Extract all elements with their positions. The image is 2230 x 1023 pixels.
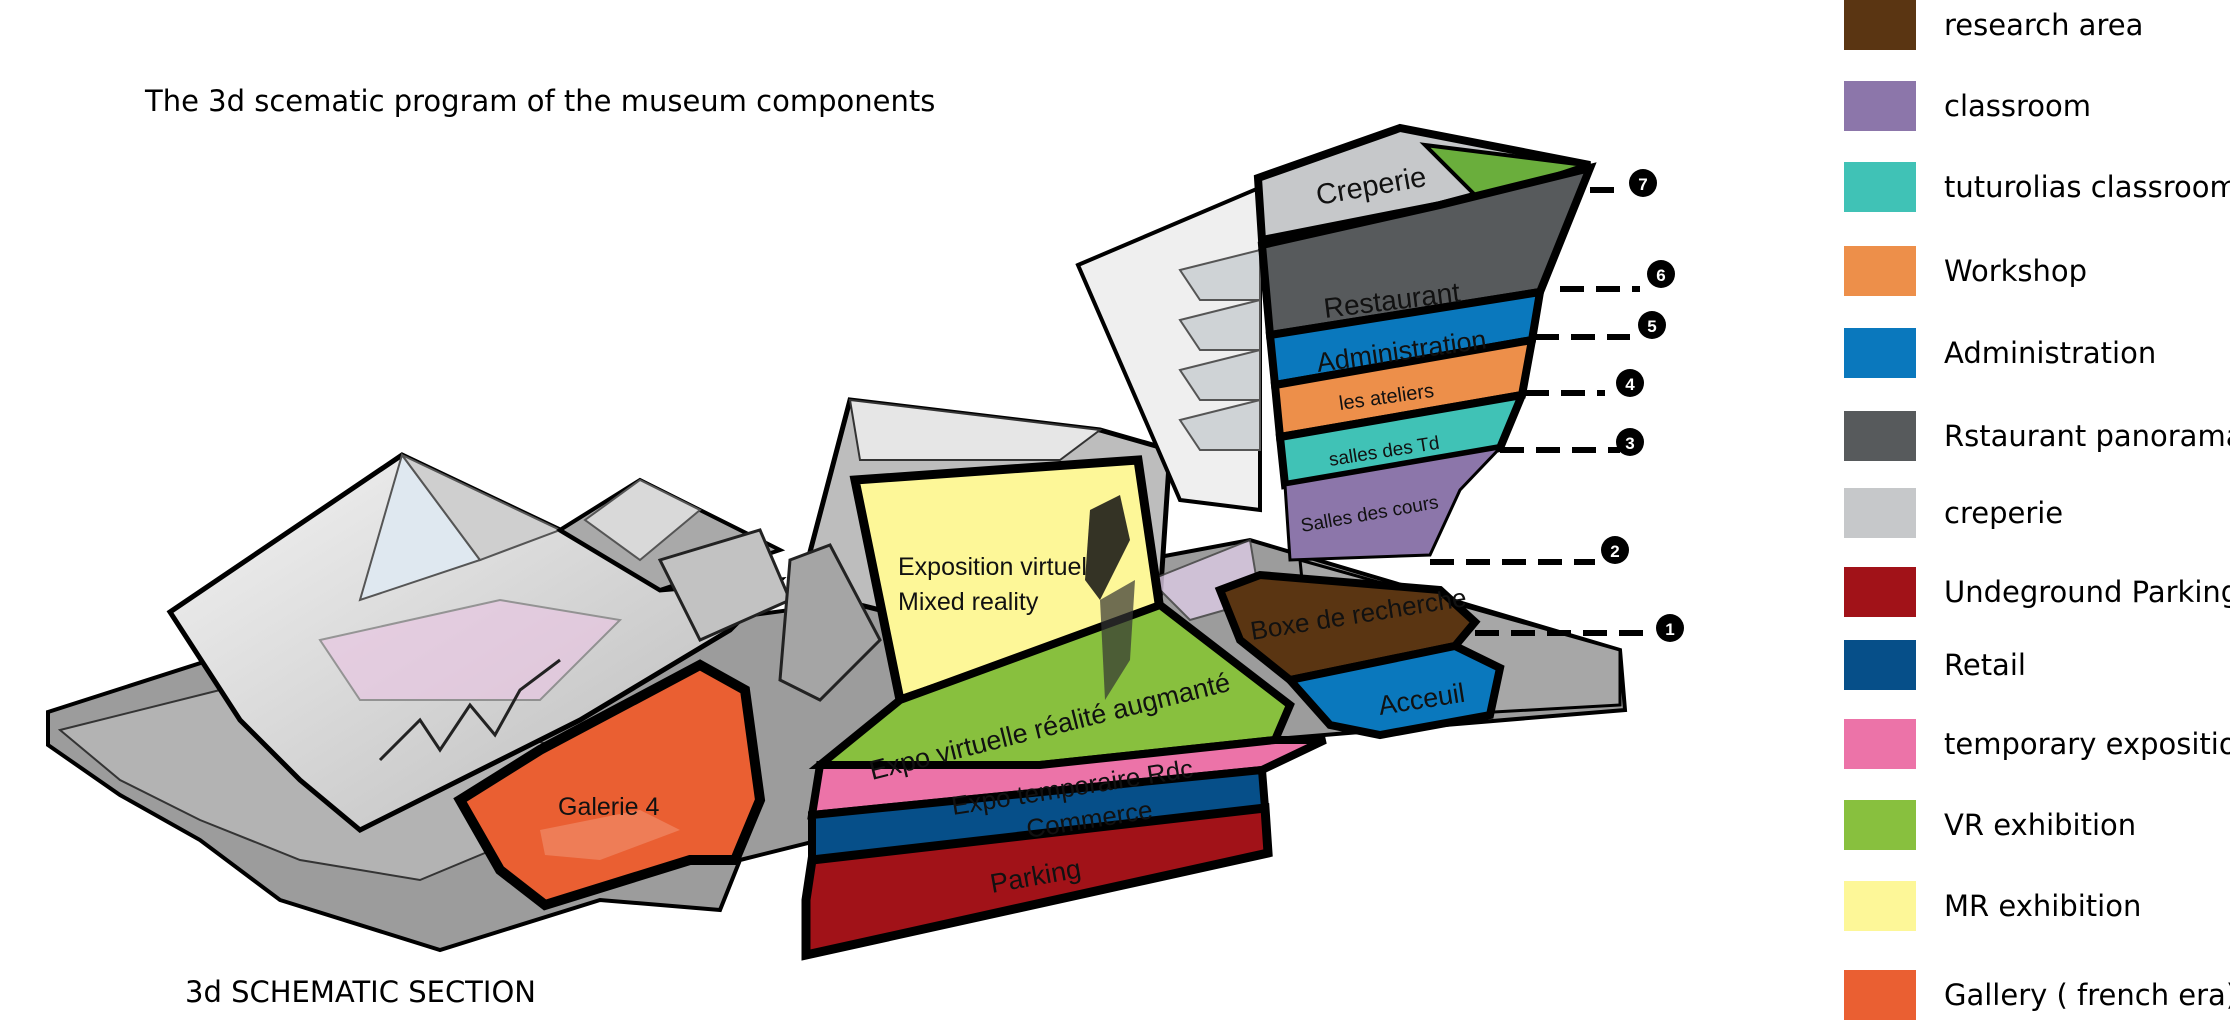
section-caption: 3d SCHEMATIC SECTION	[185, 975, 536, 1009]
svg-text:6: 6	[1656, 266, 1665, 285]
marker-2: 2	[1601, 536, 1629, 564]
floor-markers: 7 6 5 4 3 2 1	[1430, 169, 1684, 642]
zone-galerie4	[453, 659, 766, 911]
svg-text:4: 4	[1625, 375, 1635, 394]
svg-text:2: 2	[1610, 542, 1619, 561]
label-exposition-virtuelle-line2: Mixed reality	[898, 588, 1039, 616]
label-exposition-virtuelle-line1: Exposition virtuel	[898, 553, 1087, 581]
svg-text:3: 3	[1625, 434, 1634, 453]
marker-4: 4	[1616, 369, 1644, 397]
diagram-title: The 3d scematic program of the museum co…	[145, 84, 936, 118]
zone-salles-cours	[1283, 445, 1505, 562]
gallery-block	[453, 659, 766, 911]
marker-6: 6	[1647, 260, 1675, 288]
marker-3: 3	[1616, 428, 1644, 456]
label-galerie4: Galerie 4	[558, 793, 660, 821]
svg-text:1: 1	[1665, 620, 1674, 639]
tower-program	[1214, 123, 1597, 740]
zone-acceuil	[1282, 641, 1505, 740]
left-glass-pavilion	[166, 452, 792, 833]
zone-parking	[801, 802, 1273, 961]
podium-program	[801, 455, 1327, 961]
tower-glass-facade	[1075, 126, 1402, 513]
svg-text:5: 5	[1647, 317, 1656, 336]
marker-5: 5	[1638, 311, 1666, 339]
svg-text:7: 7	[1638, 175, 1647, 194]
marker-1: 1	[1656, 614, 1684, 642]
marker-7: 7	[1629, 169, 1657, 197]
